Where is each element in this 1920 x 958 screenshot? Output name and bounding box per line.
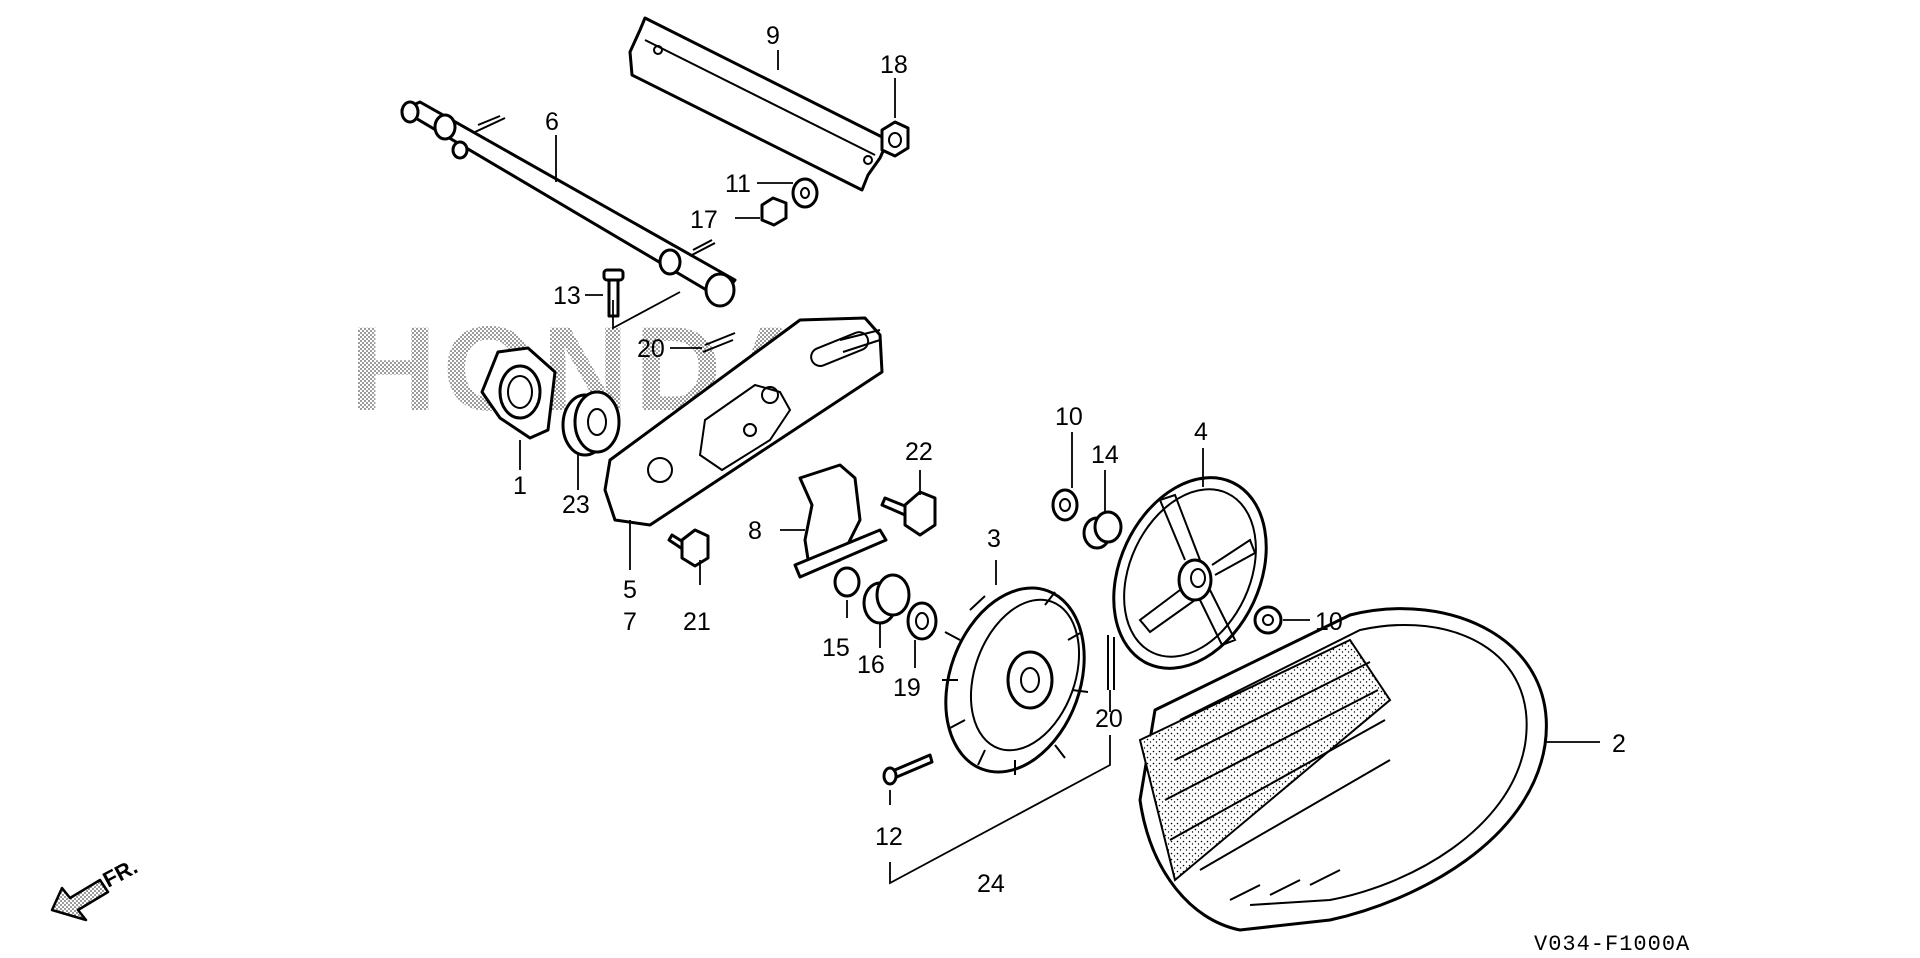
label-part-20-upper: 20 [637, 335, 665, 363]
part-20-pin-lower [1107, 635, 1115, 690]
label-part-22: 22 [905, 438, 933, 466]
label-part-15: 15 [822, 634, 850, 662]
part-20-clip-upper [702, 332, 736, 353]
label-part-7: 7 [623, 608, 637, 636]
part-17-nut [760, 196, 788, 227]
part-14-collar [1082, 510, 1123, 550]
label-part-6: 6 [545, 108, 559, 136]
label-part-1: 1 [513, 472, 527, 500]
label-part-20-lower: 20 [1095, 705, 1123, 733]
part-15-washer [833, 566, 861, 598]
label-part-3: 3 [987, 525, 1001, 553]
part-10-washer-lower [1253, 605, 1283, 635]
part-11-washer [791, 177, 819, 209]
label-part-16: 16 [857, 651, 885, 679]
part-3-sprocket [942, 586, 1089, 775]
label-part-19: 19 [893, 674, 921, 702]
label-part-2: 2 [1612, 730, 1626, 758]
part-21-bolt [667, 528, 710, 568]
part-1-flange [480, 346, 557, 440]
leader-lines [519, 50, 1600, 885]
part-5-chain-case [603, 316, 884, 527]
part-9-bracket [628, 16, 890, 192]
label-part-11: 11 [725, 170, 751, 198]
label-part-12: 12 [875, 823, 903, 851]
label-part-14: 14 [1091, 441, 1119, 469]
label-part-13: 13 [553, 282, 581, 310]
part-13-pin [602, 268, 625, 318]
label-part-17: 17 [690, 206, 718, 234]
label-part-4: 4 [1194, 418, 1208, 446]
part-4-wheel [1112, 476, 1268, 670]
label-part-23: 23 [562, 491, 590, 519]
label-part-24: 24 [977, 870, 1005, 898]
part-22-bolt [880, 490, 937, 537]
part-18-nut [880, 120, 910, 158]
part-8-bracket [793, 463, 888, 579]
label-part-8: 8 [748, 517, 762, 545]
label-part-5: 5 [623, 576, 637, 604]
diagram-code: V034-F1000A [1534, 932, 1690, 957]
part-10-washer-upper [1051, 488, 1079, 522]
part-6-shaft [400, 100, 737, 308]
part-2-track-belt [1138, 607, 1548, 932]
label-part-10-lower: 10 [1315, 608, 1343, 636]
part-23-bearing [561, 390, 621, 457]
label-part-10-upper: 10 [1055, 403, 1083, 431]
label-part-21: 21 [683, 608, 711, 636]
front-direction-arrow-icon [50, 878, 110, 922]
part-19-washer [906, 601, 938, 641]
part-16-collar [862, 573, 911, 625]
label-part-18: 18 [880, 51, 908, 79]
part-12-bolt [882, 753, 934, 786]
label-part-9: 9 [766, 22, 780, 50]
